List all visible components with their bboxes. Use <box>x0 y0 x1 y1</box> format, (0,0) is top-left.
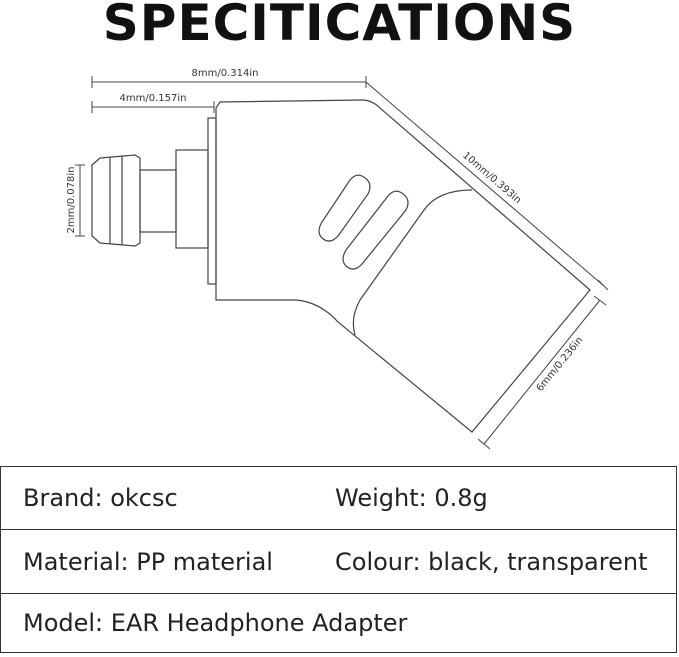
flange <box>207 117 217 285</box>
plug-neck <box>139 169 177 233</box>
spec-material: Material: PP material <box>23 547 273 576</box>
spec-brand: Brand: okcsc <box>23 484 178 512</box>
spec-colour: Colour: black, transparent <box>335 547 648 576</box>
spec-weight: Weight: 0.8g <box>335 484 488 512</box>
dim-label-4mm: 4mm/0.157in <box>120 93 187 104</box>
dim-line-6mm <box>483 299 601 445</box>
adapter-diagram: 8mm/0.314in 4mm/0.157in 2mm/0.078in 10mm… <box>66 68 609 450</box>
plug-tip <box>91 154 141 247</box>
transparent-section <box>352 189 473 336</box>
plug-collar <box>175 149 209 249</box>
dim-label-10mm: 10mm/0.393in <box>460 150 523 206</box>
spec-model: Model: EAR Headphone Adapter <box>23 609 408 637</box>
grip-slot-2 <box>342 190 409 270</box>
dim-label-6mm: 6mm/0.236in <box>535 335 586 394</box>
page-title: SPECITICATIONS <box>102 0 577 52</box>
spec-row-3: Model: EAR Headphone Adapter <box>1 594 676 652</box>
spec-row-2: Material: PP material Colour: black, tra… <box>1 530 676 594</box>
spec-table: Brand: okcsc Weight: 0.8g Material: PP m… <box>0 466 677 653</box>
grip-slot-1 <box>318 174 371 242</box>
dim-line-10mm <box>365 81 605 287</box>
dim-label-2mm: 2mm/0.078in <box>66 167 77 234</box>
dim-label-8mm: 8mm/0.314in <box>192 68 259 79</box>
adapter-body <box>215 99 591 433</box>
spec-row-1: Brand: okcsc Weight: 0.8g <box>1 467 676 530</box>
